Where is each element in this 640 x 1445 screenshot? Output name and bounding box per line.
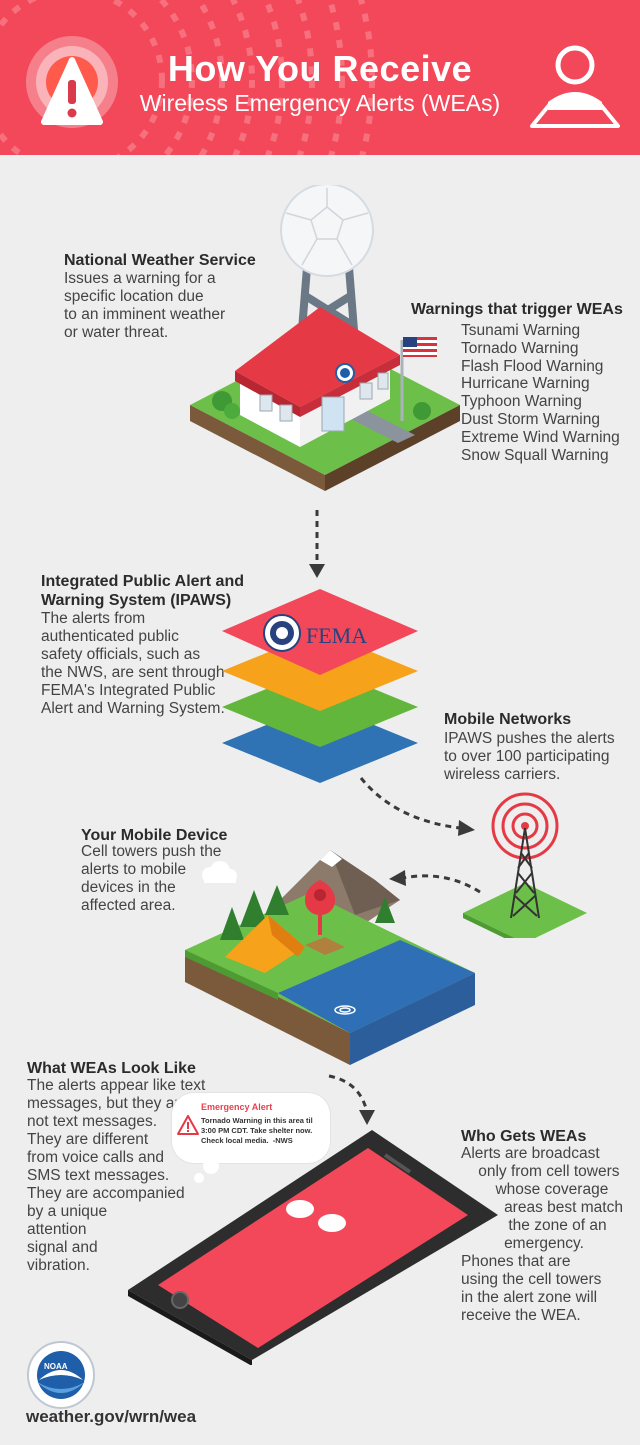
alert-title: Emergency Alert <box>201 1102 273 1112</box>
look-heading: What WEAs Look Like <box>27 1060 196 1077</box>
look-body: The alerts appear like text messages, bu… <box>27 1077 206 1274</box>
person-location-icon <box>530 45 620 128</box>
alert-warning-icon <box>26 36 118 128</box>
who-heading: Who Gets WEAs <box>461 1128 587 1145</box>
nws-heading: National Weather Service <box>64 252 256 269</box>
networks-heading: Mobile Networks <box>444 711 572 728</box>
who-body: Alerts are broadcast only from cell towe… <box>461 1145 623 1324</box>
warning-item: Hurricane Warning <box>461 375 590 393</box>
warnings-heading: Warnings that trigger WEAs <box>411 301 623 318</box>
networks-body: IPAWS pushes the alerts to over 100 part… <box>444 730 615 783</box>
message-bubbles <box>286 1200 346 1232</box>
warning-item: Typhoon Warning <box>461 393 582 411</box>
arrow-to-phone-icon <box>328 1074 375 1125</box>
arrow-to-tower-icon <box>359 777 475 836</box>
ipaws-body: The alerts from authenticated public saf… <box>41 610 225 717</box>
landscape-illustration <box>185 850 475 1065</box>
header-banner: How You Receive Wireless Emergency Alert… <box>0 0 640 155</box>
arrow-to-device-icon <box>389 870 481 894</box>
warning-item: Snow Squall Warning <box>461 446 609 464</box>
arrow-down-icon <box>309 510 325 578</box>
phone-illustration <box>128 1130 498 1365</box>
warning-triangle-icon <box>177 1115 199 1135</box>
warning-item: Tsunami Warning <box>461 322 581 339</box>
page-subtitle: Wireless Emergency Alerts (WEAs) <box>139 90 501 116</box>
alert-text: Tornado Warning in this area til 3:00 PM… <box>201 1116 313 1145</box>
emergency-alert-bubble: Emergency Alert Tornado Warning in this … <box>172 1093 330 1163</box>
footer-url[interactable]: weather.gov/wrn/wea <box>26 1407 197 1426</box>
warning-item: Dust Storm Warning <box>461 410 600 428</box>
warning-item: Flash Flood Warning <box>461 357 604 375</box>
warnings-list: Tsunami Warning Tornado Warning Flash Fl… <box>461 322 620 464</box>
noaa-logo-text: NOAA <box>44 1362 68 1371</box>
cell-tower-illustration <box>463 792 587 938</box>
noaa-logo-icon <box>27 1341 95 1409</box>
ipaws-layers-illustration <box>222 589 418 783</box>
device-heading: Your Mobile Device <box>81 827 228 844</box>
header-decoration <box>0 0 375 155</box>
warning-item: Extreme Wind Warning <box>461 428 620 446</box>
nws-body: Issues a warning for a specific location… <box>64 270 226 341</box>
ipaws-heading: Integrated Public Alert and Warning Syst… <box>41 573 244 609</box>
fema-logo-text: FEMA <box>306 623 368 648</box>
page-title: How You Receive <box>167 48 473 89</box>
warning-item: Tornado Warning <box>461 339 579 357</box>
bubble-tail <box>194 1160 219 1183</box>
device-body: Cell towers push the alerts to mobile de… <box>81 843 222 914</box>
weather-station-illustration <box>190 185 460 491</box>
